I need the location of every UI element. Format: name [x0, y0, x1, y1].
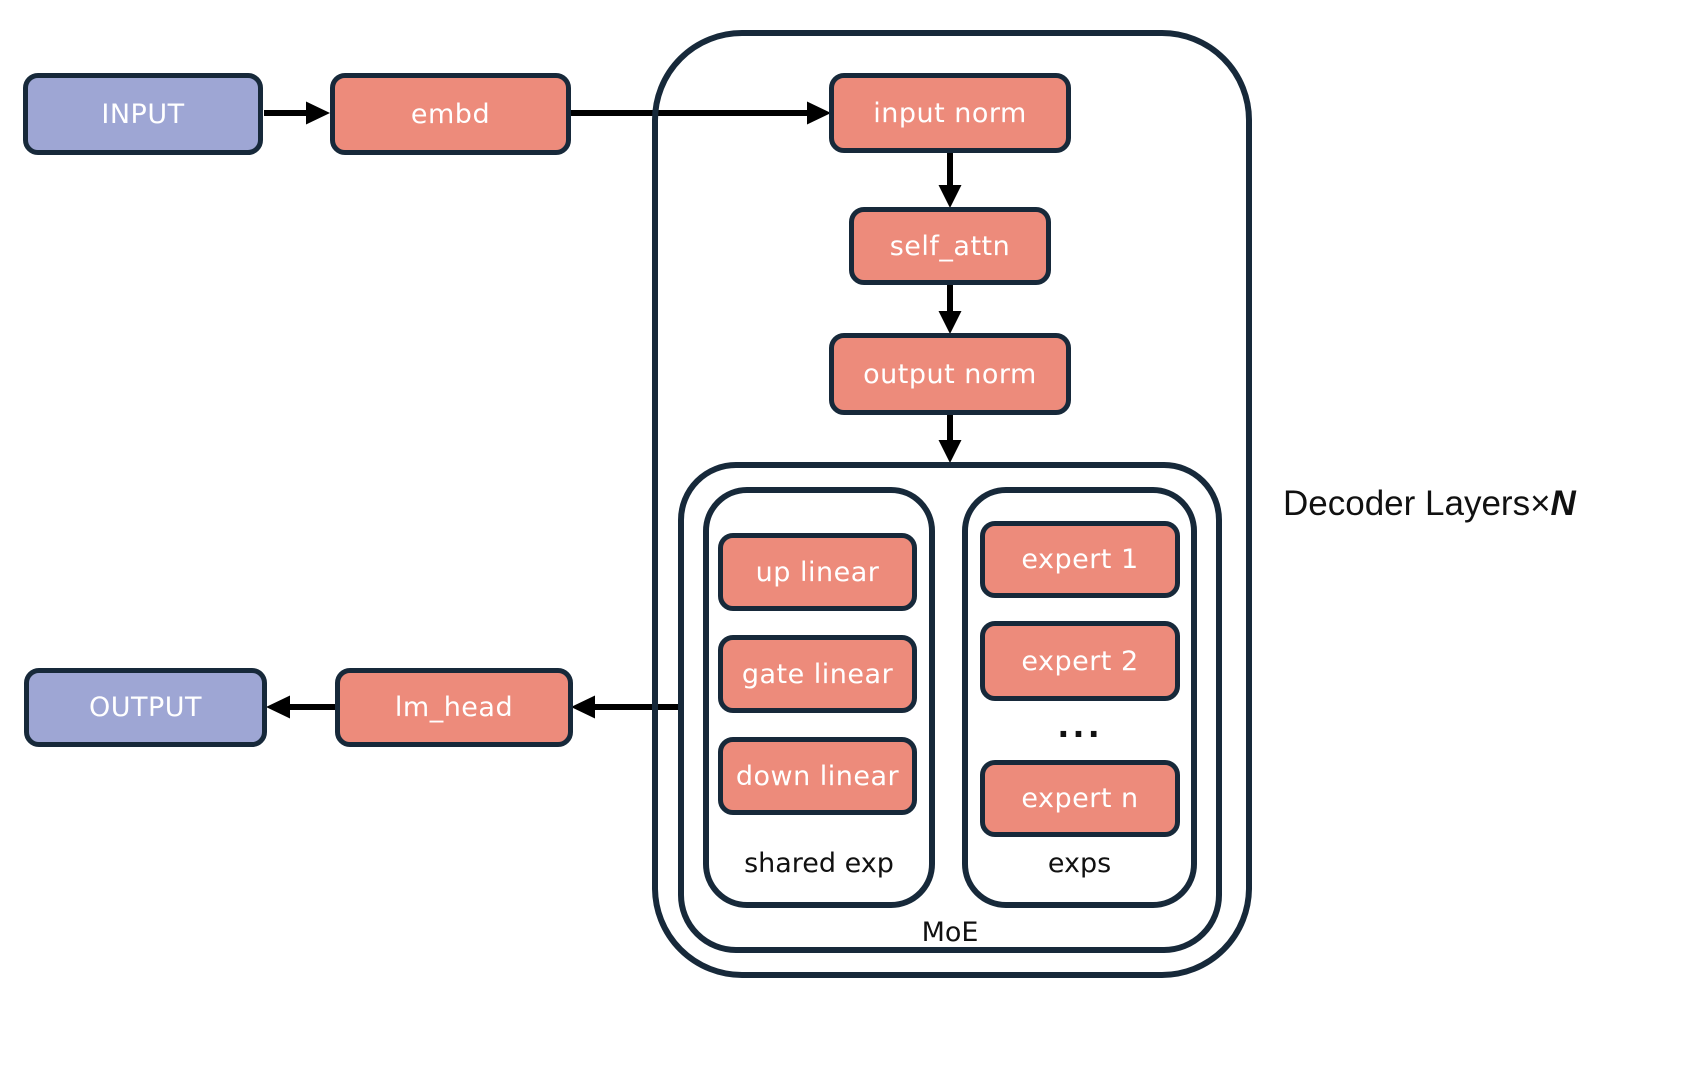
exps-label: exps — [1047, 848, 1112, 879]
decoder-layers-label: Decoder Layers×N — [1283, 484, 1576, 524]
up-linear-node: up linear — [718, 533, 917, 611]
shared-exp-label: shared exp — [744, 848, 894, 879]
experts-ellipsis: ... — [1057, 707, 1103, 745]
self-attn-node: self_attn — [849, 207, 1051, 285]
embd-node: embd — [330, 73, 571, 155]
output-node: OUTPUT — [24, 668, 267, 747]
output-norm-node: output norm — [829, 333, 1071, 415]
decoder-layers-container — [652, 30, 1252, 978]
layer-count-n: N — [1550, 484, 1576, 523]
times-symbol: × — [1530, 484, 1551, 523]
expert-1-node: expert 1 — [980, 521, 1180, 598]
shared-exp-container — [703, 487, 935, 908]
exps-container — [962, 487, 1197, 908]
down-linear-node: down linear — [718, 737, 917, 815]
arrow-input-to-embd — [264, 101, 330, 125]
moe-container — [678, 462, 1222, 953]
moe-label: MoE — [921, 917, 979, 948]
lm-head-node: lm_head — [335, 668, 573, 747]
input-norm-node: input norm — [829, 73, 1071, 153]
arrow-lm-head-to-output — [266, 695, 336, 719]
expert-n-node: expert n — [980, 760, 1180, 837]
decoder-layers-text: Decoder Layers — [1283, 484, 1531, 523]
expert-2-node: expert 2 — [980, 621, 1180, 701]
input-node: INPUT — [23, 73, 263, 155]
gate-linear-node: gate linear — [718, 635, 917, 713]
